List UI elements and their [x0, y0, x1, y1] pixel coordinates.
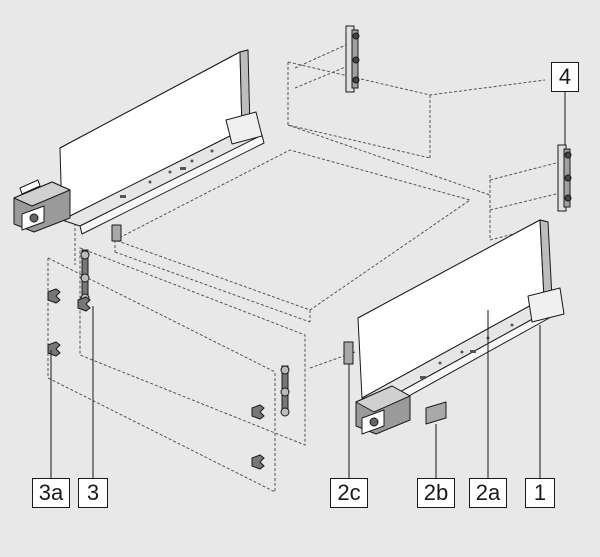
label-3a: 3a: [32, 478, 70, 508]
label-2a: 2a: [469, 478, 507, 508]
leader-lines: [50, 92, 566, 478]
cabinet-outline-dashed: [47, 43, 561, 493]
back-bracket-right: [557, 144, 572, 212]
front-fixing-parts: [47, 249, 290, 470]
label-4: 4: [551, 62, 579, 92]
right-drawer-side: [343, 219, 565, 435]
label-2b: 2b: [417, 478, 455, 508]
label-3: 3: [78, 478, 108, 508]
label-1: 1: [525, 478, 555, 508]
label-2c: 2c: [330, 478, 368, 508]
back-bracket-left: [345, 25, 360, 93]
left-drawer-side: [13, 49, 265, 242]
